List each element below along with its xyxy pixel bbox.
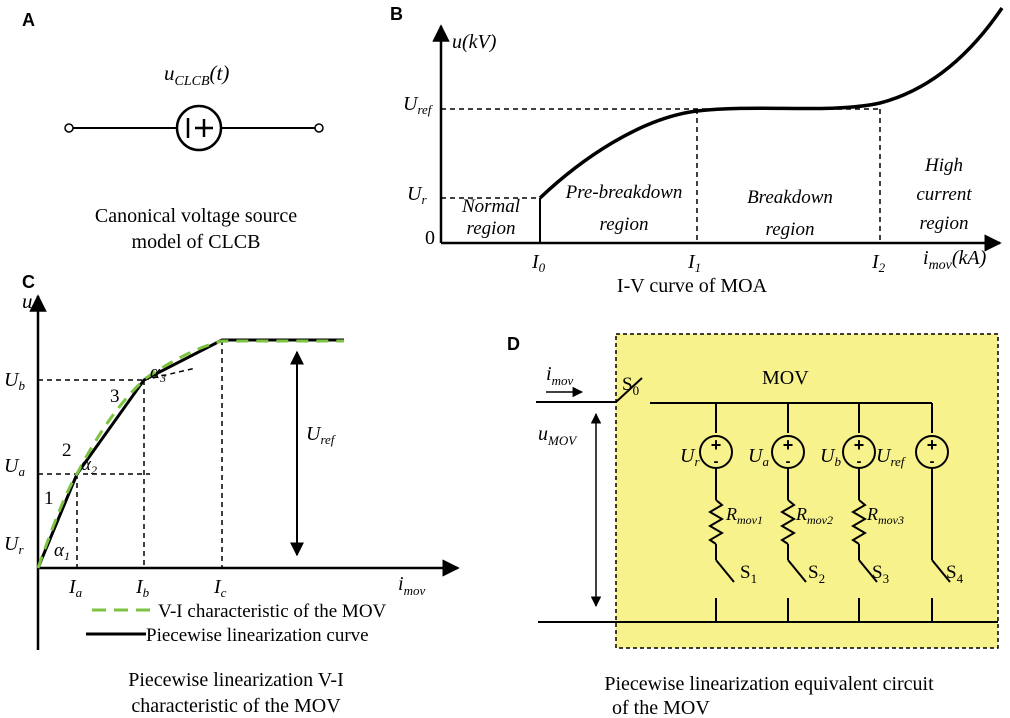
d-plus-3: + xyxy=(854,435,865,455)
b-region-normal-l2: region xyxy=(467,218,516,239)
d-src-label-2: Ua xyxy=(748,445,769,469)
c-y-axis-label: u xyxy=(22,289,33,313)
d-switch-2 xyxy=(787,559,807,583)
c-legend-black-label: Piecewise linearization curve xyxy=(146,625,369,646)
c-x-axis-label: imov xyxy=(398,573,425,598)
c-alpha2-label: α2 xyxy=(81,454,97,477)
b-y-axis-label: u(kV) xyxy=(452,31,497,53)
panel-c-letter: C xyxy=(22,272,35,292)
b-region-break-l2: region xyxy=(766,219,815,240)
c-alpha1-label: α1 xyxy=(54,540,70,563)
b-region-high-l3: region xyxy=(920,213,969,234)
c-ua-label: Ua xyxy=(4,455,25,479)
c-alpha3-label: α3 xyxy=(150,362,166,385)
panel-d-letter: D xyxy=(507,334,520,354)
d-switch-4 xyxy=(931,559,951,583)
b-uref-label: Uref xyxy=(403,93,434,117)
d-branch-3: + - Ub Rmov3 S3 xyxy=(820,403,904,622)
b-origin-label: 0 xyxy=(425,227,435,249)
c-ub-label: Ub xyxy=(4,369,25,393)
d-sw-label-2: S2 xyxy=(808,562,825,586)
d-mov-box xyxy=(615,333,999,649)
panel-a-letter: A xyxy=(22,10,35,30)
d-switch-s0 xyxy=(615,377,643,403)
caption-d-line1: Piecewise linearization equivalent circu… xyxy=(604,673,934,695)
c-uref-label: Uref xyxy=(306,423,337,447)
d-src-label-1: Ur xyxy=(680,445,700,469)
c-ic-label: Ic xyxy=(213,576,227,600)
d-switch-1 xyxy=(715,559,735,583)
c-ib-label: Ib xyxy=(135,576,150,600)
b-i2-label: I2 xyxy=(871,251,886,275)
d-src-label-3: Ub xyxy=(820,445,841,469)
d-branch-4: + - Uref S4 xyxy=(876,403,964,622)
c-seg2-label: 2 xyxy=(62,440,72,461)
caption-b: I-V curve of MOA xyxy=(617,275,768,297)
d-resistor-3 xyxy=(851,499,867,545)
panel-c: C u imov Ub Ua Ur Uref 1 2 3 α1 α2 α3 Ia… xyxy=(4,272,460,717)
b-ur-label: Ur xyxy=(407,183,427,207)
d-s0-label: S0 xyxy=(622,374,639,398)
b-i1-label: I1 xyxy=(687,251,701,275)
terminal-right xyxy=(314,123,324,133)
d-branch-2: + - Ua Rmov2 S2 xyxy=(748,403,833,622)
d-minus-3: - xyxy=(857,453,862,470)
b-region-pre-l2: region xyxy=(600,214,649,235)
terminal-left xyxy=(64,123,74,133)
b-region-high-l2: current xyxy=(916,184,972,205)
b-i0-label: I0 xyxy=(531,251,546,275)
d-sw-label-4: S4 xyxy=(946,562,964,586)
c-seg1-label: 1 xyxy=(44,488,54,509)
b-region-high-l1: High xyxy=(924,155,963,176)
d-minus-1: - xyxy=(714,453,719,470)
d-res-label-1: Rmov1 xyxy=(725,504,763,527)
c-ur-label: Ur xyxy=(4,533,24,557)
b-region-normal-l1: Normal xyxy=(461,196,520,217)
d-minus-2: - xyxy=(786,453,791,470)
d-current-label: imov xyxy=(546,363,573,388)
b-x-axis-label: imov(kA) xyxy=(923,247,987,273)
d-resistor-1 xyxy=(708,499,724,545)
d-src-label-4: Uref xyxy=(876,445,907,469)
panel-b: B u(kV) imov(kA) 0 Uref Ur I0 I1 I2 Norm… xyxy=(390,4,1004,297)
panel-a: A uCLCB(t) Canonical voltage source mode… xyxy=(22,10,324,253)
c-legend-green-label: V-I characteristic of the MOV xyxy=(158,601,387,622)
caption-a-line1: Canonical voltage source xyxy=(95,205,297,227)
b-region-break-l1: Breakdown xyxy=(747,187,833,208)
d-voltage-label: uMOV xyxy=(538,423,578,448)
c-ia-label: Ia xyxy=(68,576,83,600)
c-seg3-label: 3 xyxy=(110,386,120,407)
d-res-label-2: Rmov2 xyxy=(795,504,833,527)
d-minus-4: - xyxy=(930,453,935,470)
caption-c-line2: characteristic of the MOV xyxy=(131,695,341,717)
d-resistor-2 xyxy=(780,499,796,545)
d-switch-3 xyxy=(858,559,878,583)
d-res-label-3: Rmov3 xyxy=(866,504,904,527)
d-plus-4: + xyxy=(927,435,938,455)
caption-a-line2: model of CLCB xyxy=(132,231,261,253)
d-branch-1: + - Ur Rmov1 S1 xyxy=(680,403,763,622)
c-vi-curve xyxy=(36,339,344,569)
d-plus-1: + xyxy=(711,435,722,455)
panel-b-letter: B xyxy=(390,4,403,24)
d-sw-label-1: S1 xyxy=(740,562,757,586)
d-sw-label-3: S3 xyxy=(872,562,889,586)
panel-d: D MOV imov S0 uMOV + - Ur Rmov1 S1 xyxy=(507,333,999,718)
b-moa-curve xyxy=(538,7,1004,200)
d-mov-label: MOV xyxy=(762,367,809,389)
caption-c-line1: Piecewise linearization V-I xyxy=(128,669,344,691)
d-plus-2: + xyxy=(783,435,794,455)
b-region-pre-l1: Pre-breakdown xyxy=(565,182,683,203)
source-label: uCLCB(t) xyxy=(164,61,229,89)
caption-d-line2: of the MOV xyxy=(612,697,710,718)
